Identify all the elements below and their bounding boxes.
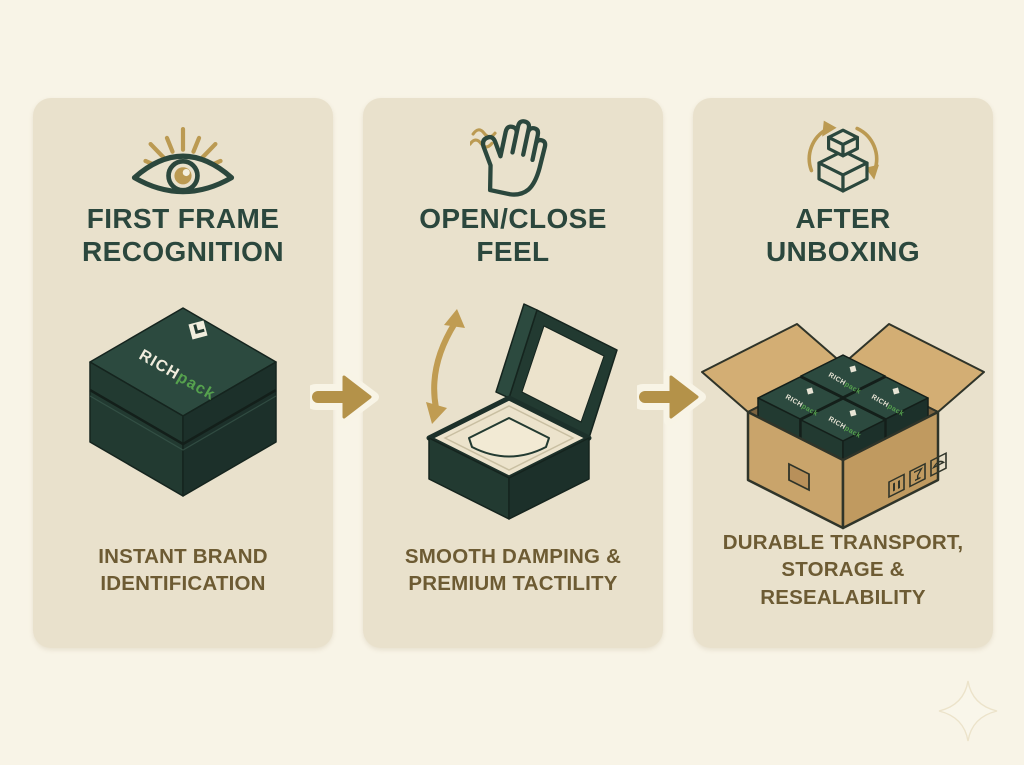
open-watch-box-illustration [425,303,618,520]
panel3-icon-area [693,114,993,204]
panel-first-frame-recognition: FIRST FRAME RECOGNITION RICHpack [33,98,333,648]
waving-hand-icon [470,119,548,197]
panel2-title-line1: OPEN/CLOSE [419,203,607,234]
boxes-cycle-icon [807,120,879,193]
stacked-boxes [817,128,869,193]
panel2-title-line2: FEEL [476,236,550,268]
panel1-icon-area [33,114,333,204]
shipping-symbols [888,452,947,499]
eye-rays-icon [131,127,235,195]
panel3-title: AFTER UNBOXING [693,202,993,268]
panel3-illustration-area: RICHpack RICHpack RICHpack RICHpack [693,292,993,532]
panel3-caption: DURABLE TRANSPORT, STORAGE & RESEALABILI… [693,518,993,622]
panel2-illustration-area [363,288,663,523]
panel-after-unboxing: AFTER UNBOXING [693,98,993,648]
panel3-caption-line1: DURABLE TRANSPORT, [722,531,964,555]
panel3-title-line2: UNBOXING [765,236,921,268]
panel2-caption: SMOOTH DAMPING & PREMIUM TACTILITY [363,518,663,622]
four-point-star-watermark-icon [938,680,998,742]
panel3-caption-line3: RESEALABILITY [760,585,926,609]
panel1-caption-line1: INSTANT BRAND [98,544,268,568]
panel2-caption-line1: SMOOTH DAMPING & [404,544,622,568]
carton-tape-patch [788,462,810,492]
panel2-icon-area [363,114,663,204]
brand-boxes-inside [757,354,929,462]
panel3-caption-line2: STORAGE & [781,558,905,582]
panel1-title-line2: RECOGNITION [82,236,284,268]
flow-arrow-1-right-icon [310,368,379,426]
shipping-carton-illustration: RICHpack RICHpack RICHpack RICHpack [701,323,985,530]
panel-open-close-feel: OPEN/CLOSE FEEL SMOOTH DAMPING [363,98,663,648]
flow-arrow-2-right-icon [637,368,706,426]
panel2-caption-line2: PREMIUM TACTILITY [408,572,618,595]
panel1-title: FIRST FRAME RECOGNITION [33,202,333,268]
panel1-illustration-area: RICHpack [33,300,333,505]
panel2-title: OPEN/CLOSE FEEL [363,202,663,268]
brand-diamond-icon [187,320,208,340]
open-close-motion-arrow [425,309,465,424]
panel1-caption: INSTANT BRAND IDENTIFICATION [33,518,333,622]
panel1-caption-line2: IDENTIFICATION [100,572,266,595]
panel1-title-line1: FIRST FRAME [86,203,280,234]
panel3-title-line1: AFTER [795,203,891,234]
closed-gift-box-illustration: RICHpack [88,307,277,497]
